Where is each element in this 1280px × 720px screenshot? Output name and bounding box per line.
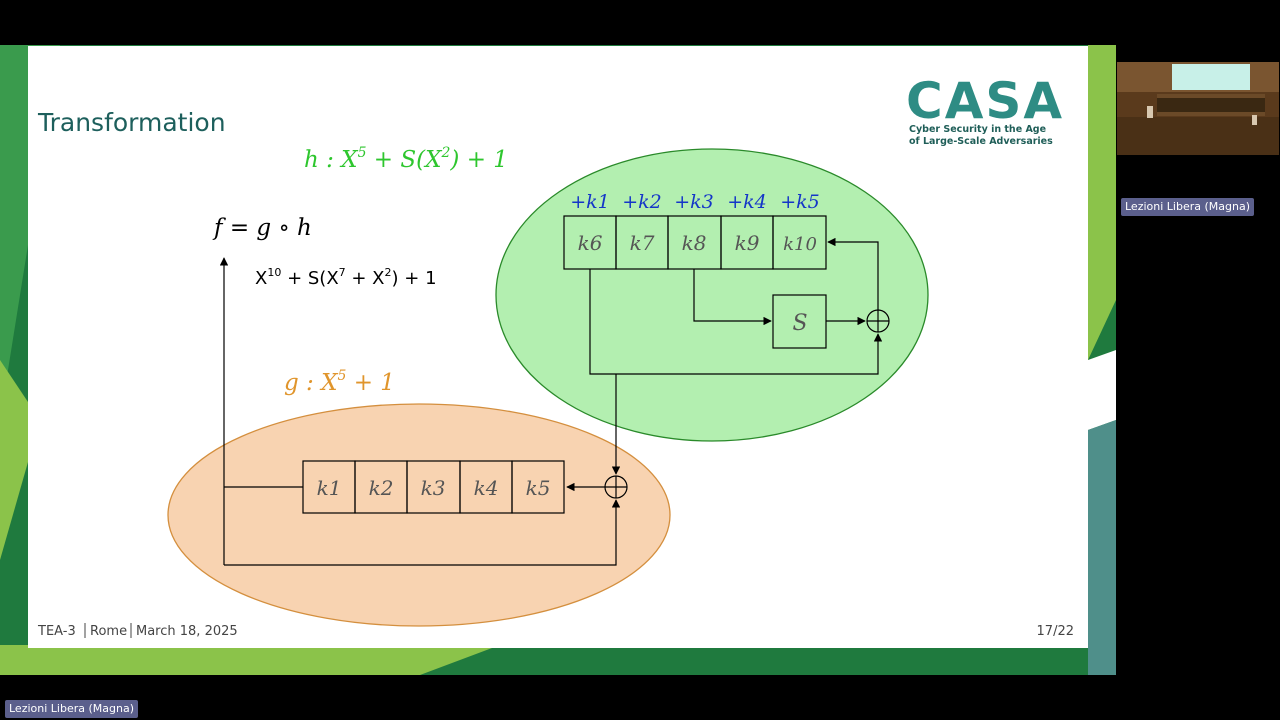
plus-key-label: +k5 <box>780 191 820 213</box>
footer-event: TEA-3 <box>37 624 76 639</box>
key-label: k4 <box>474 476 499 500</box>
g-ellipse <box>167 403 671 627</box>
composed-polynomial: X10 + S(X7 + X2) + 1 <box>255 266 437 289</box>
slide-footer: TEA-3 Rome March 18, 2025 17/22 <box>37 623 1074 639</box>
logo-text: CASA <box>906 72 1064 130</box>
h-label: h : X5 + S(X2) + 1 <box>304 145 508 173</box>
page-number: 17/22 <box>1037 624 1074 639</box>
key-label: k6 <box>578 231 603 255</box>
key-label: k1 <box>317 476 342 500</box>
g-register: k1 k2 k3 k4 k5 <box>302 460 565 514</box>
g-label: g : X5 + 1 <box>284 368 395 396</box>
plus-key-label: +k4 <box>727 191 767 213</box>
key-label: k10 <box>783 234 817 255</box>
footer-date: March 18, 2025 <box>136 624 238 639</box>
g-wires <box>219 257 621 566</box>
webcam-scene <box>1117 62 1279 155</box>
h-ellipse <box>495 148 929 442</box>
plus-key-label: +k2 <box>622 191 662 213</box>
xor-g <box>604 475 628 499</box>
participant-video[interactable] <box>1117 62 1279 155</box>
f-label: f = g ∘ h <box>212 215 312 241</box>
key-label: k3 <box>421 476 446 500</box>
key-label: k9 <box>735 231 760 255</box>
key-cell <box>772 215 827 270</box>
key-label: k7 <box>630 231 655 255</box>
key-label: k2 <box>369 476 394 500</box>
plus-key-label: +k3 <box>674 191 714 213</box>
key-cell <box>511 460 565 514</box>
presenter-name-label: Lezioni Libera (Magna) <box>5 700 138 718</box>
slide-title: Transformation <box>37 108 226 137</box>
key-label: k5 <box>526 476 551 500</box>
xor-h <box>866 309 890 333</box>
key-label: k8 <box>682 231 707 255</box>
logo-tagline-1: Cyber Security in the Age <box>909 124 1046 135</box>
h-wires <box>589 237 883 475</box>
footer-location: Rome <box>90 624 127 639</box>
participant-name-label: Lezioni Libera (Magna) <box>1121 198 1254 216</box>
logo-tagline-2: of Large-Scale Adversaries <box>909 136 1053 147</box>
casa-logo: CASA Cyber Security in the Age of Large-… <box>906 72 1064 147</box>
s-box-label: S <box>792 311 807 336</box>
h-register: k6 k7 k8 k9 k10 +k1 +k2 +k3 +k4 +k5 <box>563 191 827 270</box>
plus-key-label: +k1 <box>570 191 610 213</box>
